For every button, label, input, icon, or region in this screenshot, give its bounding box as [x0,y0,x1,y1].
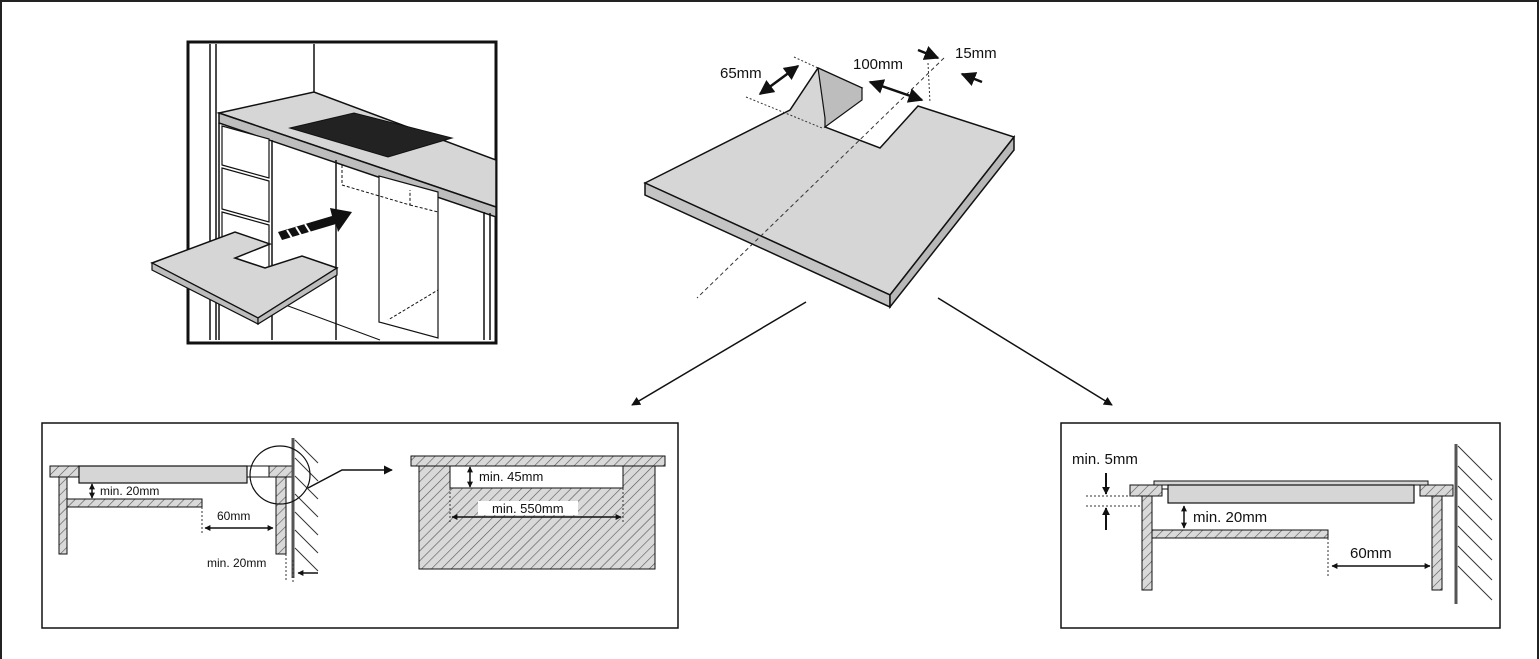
offset-arrow-right [960,72,983,86]
worktop-side-edge [889,134,1015,310]
right-clearance-label: 60mm [1350,545,1392,562]
left-gap-label: min. 20mm [100,484,159,498]
worktop-cutout-diagram: 65mm 100mm 15mm [643,45,1016,310]
left-wall-gap-label: min. 20mm [207,556,266,570]
zoom-depth-label: min. 45mm [479,469,543,484]
zoom-width-label: min. 550mm [492,501,564,516]
right-gap-label: min. 20mm [1193,509,1267,526]
width-dimension-arrow [868,79,924,103]
zoom-circle [249,445,311,505]
hob [288,112,454,158]
offset-arrow-left [917,46,940,60]
offset-label: 15mm [955,45,997,62]
width-label: 100mm [853,56,903,73]
right-section-detail: min. 5mm min. 20mm 60mm [1060,422,1501,629]
right-step-label: min. 5mm [1072,451,1138,468]
depth-label: 65mm [720,65,762,82]
left-section-detail: min. 20mm 60mm min. 20mm min. 45mm min. … [41,422,679,629]
zoom-cutout [449,465,624,489]
kitchen-illustration [150,40,498,345]
left-clearance-label: 60mm [217,509,250,523]
depth-dimension-arrow [758,64,800,96]
pointer-arrow-right [937,297,1113,406]
pointer-arrow-left [631,301,807,406]
right-detail-frame [1060,422,1501,629]
insertion-arrow-icon [278,208,352,240]
